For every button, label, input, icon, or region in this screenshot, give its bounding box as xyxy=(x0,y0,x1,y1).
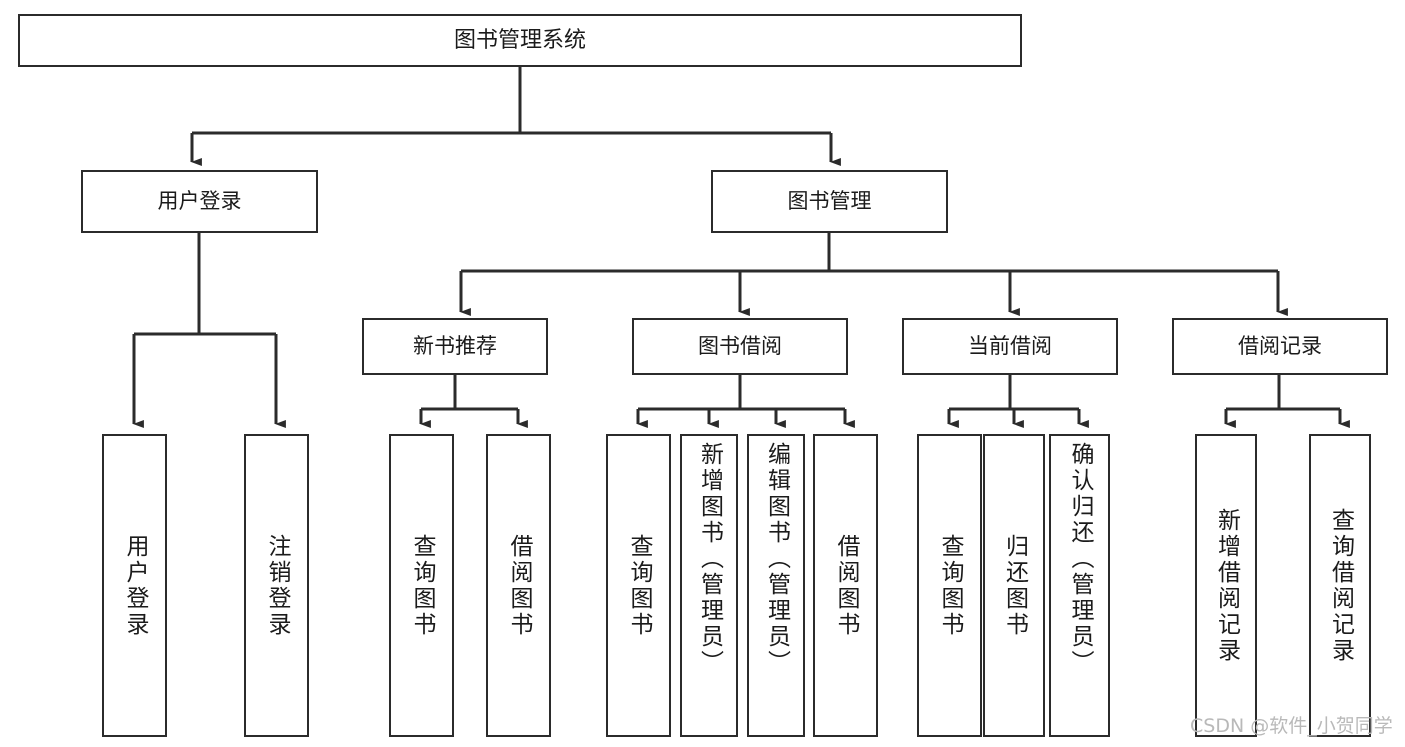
leaf-query-book-1[interactable]: 查询图书 xyxy=(389,434,454,737)
node-book-borrow[interactable]: 图书借阅 xyxy=(632,318,848,375)
leaf-borrow-book-2-label: 借阅图书 xyxy=(833,533,859,638)
leaf-add-book[interactable]: 新增图书（管理员） xyxy=(680,434,738,737)
leaf-user-logout-label: 注销登录 xyxy=(264,533,290,638)
node-root-label: 图书管理系统 xyxy=(453,27,586,53)
node-new-book-rec-label: 新书推荐 xyxy=(413,334,497,359)
leaf-query-book-2[interactable]: 查询图书 xyxy=(606,434,671,737)
watermark-text: CSDN @软件_小贺同学 xyxy=(1190,715,1393,737)
node-borrow-record-label: 借阅记录 xyxy=(1238,334,1322,359)
leaf-query-book-2-label: 查询图书 xyxy=(626,533,652,638)
leaf-borrow-book-1[interactable]: 借阅图书 xyxy=(486,434,551,737)
node-book-borrow-label: 图书借阅 xyxy=(698,334,782,359)
leaf-add-book-label: 新增图书（管理员） xyxy=(696,442,723,676)
leaf-confirm-return[interactable]: 确认归还（管理员） xyxy=(1049,434,1110,737)
leaf-query-record[interactable]: 查询借阅记录 xyxy=(1309,434,1371,737)
leaf-confirm-return-label: 确认归还（管理员） xyxy=(1067,442,1093,676)
node-borrow-record[interactable]: 借阅记录 xyxy=(1172,318,1388,375)
leaf-return-book[interactable]: 归还图书 xyxy=(983,434,1045,737)
leaf-user-login[interactable]: 用户登录 xyxy=(102,434,167,737)
node-current-borrow[interactable]: 当前借阅 xyxy=(902,318,1118,375)
node-root[interactable]: 图书管理系统 xyxy=(18,14,1022,67)
leaf-user-login-label: 用户登录 xyxy=(122,533,148,638)
leaf-query-book-3[interactable]: 查询图书 xyxy=(917,434,982,737)
node-user-login[interactable]: 用户登录 xyxy=(81,170,318,233)
leaf-query-record-label: 查询借阅记录 xyxy=(1327,507,1354,664)
leaf-return-book-label: 归还图书 xyxy=(1001,533,1028,638)
leaf-user-logout[interactable]: 注销登录 xyxy=(244,434,309,737)
node-book-manage[interactable]: 图书管理 xyxy=(711,170,948,233)
node-current-borrow-label: 当前借阅 xyxy=(968,334,1052,359)
leaf-query-book-3-label: 查询图书 xyxy=(937,533,963,638)
leaf-borrow-book-1-label: 借阅图书 xyxy=(506,533,532,638)
leaf-edit-book-label: 编辑图书（管理员） xyxy=(763,442,790,676)
leaf-add-record[interactable]: 新增借阅记录 xyxy=(1195,434,1257,737)
node-new-book-rec[interactable]: 新书推荐 xyxy=(362,318,548,375)
leaf-edit-book[interactable]: 编辑图书（管理员） xyxy=(747,434,805,737)
leaf-add-record-label: 新增借阅记录 xyxy=(1213,507,1240,664)
node-user-login-label: 用户登录 xyxy=(157,189,242,214)
leaf-query-book-1-label: 查询图书 xyxy=(409,533,435,638)
node-book-manage-label: 图书管理 xyxy=(787,189,872,214)
leaf-borrow-book-2[interactable]: 借阅图书 xyxy=(813,434,878,737)
